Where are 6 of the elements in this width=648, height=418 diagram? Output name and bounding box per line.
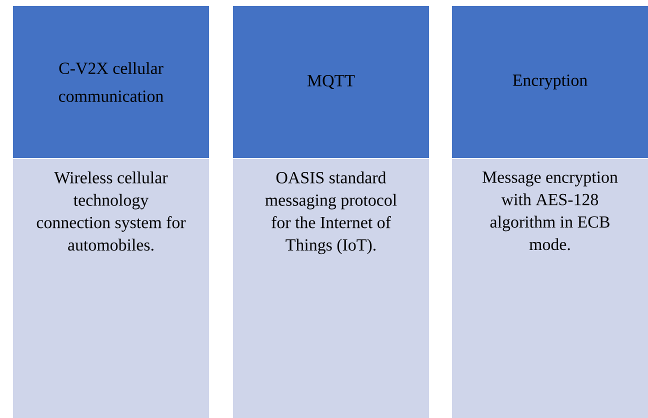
header-box: MQTT xyxy=(232,5,430,159)
header-box: Encryption xyxy=(451,5,648,159)
description-box: Message encryption with AES-128 algorithm in ECB mode. xyxy=(451,158,648,418)
description-box: OASIS standard messaging protocol for the Internet of Things (IoT). xyxy=(232,158,430,418)
header-box: C-V2X cellular communication xyxy=(12,5,210,159)
description-box: Wireless cellular technology connection system for automobiles. xyxy=(12,158,210,418)
